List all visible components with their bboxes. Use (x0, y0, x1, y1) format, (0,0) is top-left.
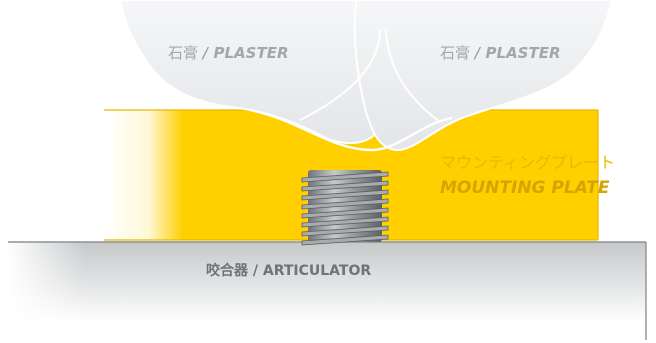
articulator-base (8, 241, 647, 340)
plaster-right-label: 石膏 / PLASTER (440, 42, 561, 63)
screw-thread (301, 207, 389, 219)
screw-thread (301, 171, 389, 183)
screw-thread (301, 180, 389, 192)
plaster-left-label-jp: 石膏 (168, 44, 199, 62)
screw-thread (301, 225, 389, 237)
articulator-label: 咬合器 / ARTICULATOR (206, 263, 372, 279)
screw-thread (301, 198, 389, 210)
plaster-left-label-en: / PLASTER (202, 44, 289, 62)
plaster-right-label-en: / PLASTER (474, 44, 561, 62)
plaster-overlap (249, 29, 453, 152)
mounting-plate-label-jp: マウンティングプレート (440, 153, 616, 172)
screw-thread (301, 216, 389, 228)
screw-thread (301, 234, 389, 246)
plaster-left-label: 石膏 / PLASTER (168, 42, 289, 63)
plaster-right-label-jp: 石膏 (440, 44, 471, 62)
screw-thread (301, 189, 389, 201)
mounting-plate-label-en: MOUNTING PLATE (440, 178, 610, 198)
screw-threads (301, 171, 389, 246)
plaster-right (353, 0, 614, 152)
screw (301, 170, 389, 246)
